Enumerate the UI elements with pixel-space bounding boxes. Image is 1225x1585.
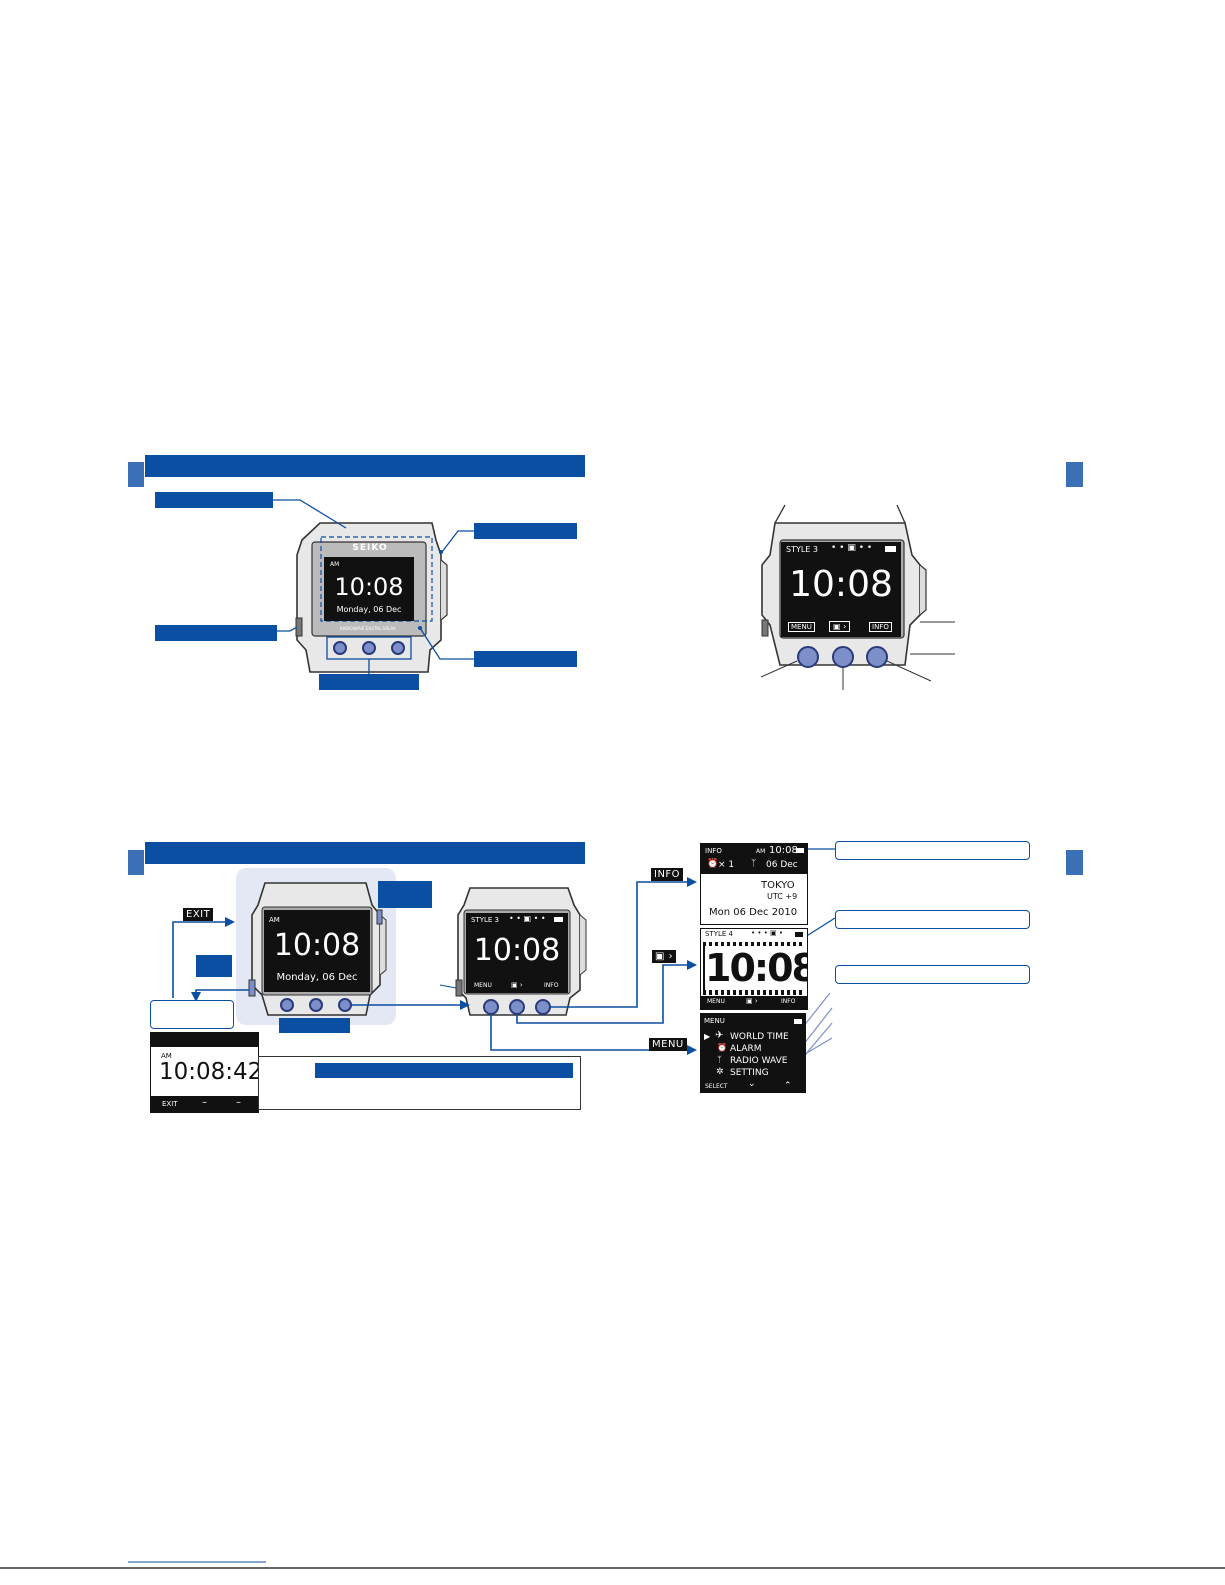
seconds-header-bar (151, 1033, 258, 1047)
date-text: Monday, 06 Dec (336, 605, 402, 614)
menu-title: MENU (704, 1017, 725, 1025)
battery-icon (796, 848, 804, 853)
exit-tag: EXIT (183, 908, 214, 921)
info-label: INFO (869, 622, 892, 632)
page-dots: • • • ▣ • (751, 929, 784, 937)
battery-icon (554, 917, 563, 922)
small-label-box (196, 955, 232, 977)
menu-item-setting[interactable]: SETTING (730, 1068, 769, 1078)
label-box-side-button (155, 625, 277, 641)
style-label: STYLE 4 (705, 930, 733, 938)
callout-box-menu (835, 965, 1030, 984)
exit-label: EXIT (162, 1100, 178, 1108)
style-tag: ▣ › (652, 950, 677, 963)
select-label: SELECT (705, 1083, 728, 1090)
time-text: 10:08 (273, 928, 361, 963)
callout-box-info (835, 841, 1030, 860)
brand-logo: SEIKO (352, 543, 388, 553)
ampm-label: AM (269, 916, 280, 924)
main-watch-display: AM 10:08 Monday, 06 Dec (324, 557, 414, 621)
section-marker-2 (128, 850, 144, 875)
label-box-display-top (155, 492, 273, 508)
alarm-icon: ⏰ (707, 859, 719, 869)
style4-header: STYLE 4 • • • ▣ • (701, 929, 807, 941)
buttons-label-box (279, 1018, 350, 1033)
battery-icon (795, 932, 803, 937)
seconds-display: AM 10:08:42 EXIT – – (150, 1032, 263, 1113)
time-text: 10:08 (789, 564, 893, 605)
style-toggle-label: ▣ › (511, 981, 523, 989)
info-label: INFO (544, 982, 559, 989)
style4-footer: MENU ▣ › INFO (701, 996, 807, 1009)
section-header-bar-1 (145, 455, 585, 477)
seconds-time-text: 10:08:42 (159, 1059, 263, 1085)
menu-label: MENU (707, 998, 725, 1005)
style4-screen: STYLE 4 • • • ▣ • 10:08 MENU ▣ › INFO (700, 928, 808, 1010)
note-box (150, 1000, 234, 1029)
menu-tag: MENU (649, 1038, 687, 1051)
ampm-label: AM (330, 561, 340, 568)
section-marker-1 (128, 462, 144, 487)
style3-display: STYLE 3 • • ▣ • • 10:08 MENU ▣ › INFO (781, 542, 901, 637)
page-dots: • • ▣ • • (509, 914, 546, 923)
menu-item-world-time[interactable]: WORLD TIME (730, 1032, 789, 1042)
time-text: 10:08 (473, 933, 561, 968)
label-box-buttons (319, 674, 419, 690)
menu-item-alarm[interactable]: ALARM (730, 1044, 762, 1054)
utc-text: UTC +9 (767, 892, 798, 901)
page-dots: • • ▣ • • (831, 543, 873, 553)
small-main-display: AM 10:08 Monday, 06 Dec (264, 910, 370, 992)
style-toggle-label: ▣ › (746, 997, 758, 1005)
info-screen: INFO AM 10:08 ⏰ × 1 ᛉ 06 Dec TOKYO UTC +… (700, 843, 808, 925)
city-text: TOKYO (761, 880, 795, 891)
label-box-crown (474, 523, 577, 539)
style-label: STYLE 3 (471, 916, 499, 924)
full-date-text: Mon 06 Dec 2010 (709, 907, 798, 918)
ampm-label: AM (161, 1052, 172, 1060)
style4-time-art: 10:08 (703, 942, 807, 995)
chevron-up-icon: ⌃ (784, 1081, 792, 1091)
menu-item-radio-wave[interactable]: RADIO WAVE (730, 1056, 788, 1066)
dash-label-2: – (236, 1097, 241, 1108)
alarm-icon: ⏰ (717, 1043, 727, 1052)
alarm-count: × 1 (718, 860, 735, 870)
dial-ring-text: RADIOWAVE DIGITAL SOLAR (340, 626, 396, 631)
ampm-label: AM (756, 848, 766, 855)
menu-screen: MENU ▶ ✈ WORLD TIME ⏰ ALARM ᛉ RADIO WAVE… (700, 1013, 806, 1093)
style-toggle-label: ▣ › (829, 621, 851, 632)
page-marker-right-1 (1066, 462, 1083, 487)
chevron-down-icon: ⌄ (748, 1079, 756, 1089)
airplane-icon: ✈ (715, 1030, 724, 1041)
style-label: STYLE 3 (786, 545, 818, 554)
style4-time-text: 10:08 (705, 946, 807, 990)
time-text: 10:08 (769, 845, 798, 856)
battery-icon (885, 546, 896, 552)
section-header-bar-2 (145, 842, 585, 864)
info-title: INFO (705, 847, 722, 855)
dash-label-1: – (202, 1097, 207, 1108)
radio-wave-icon: ᛉ (717, 1055, 722, 1064)
small-style3-display: STYLE 3 • • ▣ • • 10:08 MENU ▣ › INFO (466, 913, 568, 993)
callout-box-style (835, 910, 1030, 929)
info-tag: INFO (651, 868, 684, 881)
date-text: Monday, 06 Dec (276, 972, 358, 983)
menu-label: MENU (474, 982, 492, 989)
arrow-icon: ▶ (704, 1032, 711, 1041)
time-text: 10:08 (334, 573, 404, 601)
battery-icon (794, 1019, 802, 1024)
info-label: INFO (781, 998, 796, 1005)
highlight-label-box (378, 881, 432, 908)
info-header: INFO AM 10:08 ⏰ × 1 ᛉ 06 Dec (701, 844, 807, 874)
label-box-dial-ring (474, 651, 577, 667)
gear-icon: ✲ (716, 1067, 724, 1077)
page-marker-right-2 (1066, 850, 1083, 875)
note-panel-header (315, 1063, 573, 1078)
date-short: 06 Dec (766, 860, 798, 870)
radio-wave-icon: ᛉ (751, 859, 757, 869)
menu-label: MENU (788, 622, 815, 632)
seconds-footer-bar: EXIT – – (151, 1096, 258, 1112)
